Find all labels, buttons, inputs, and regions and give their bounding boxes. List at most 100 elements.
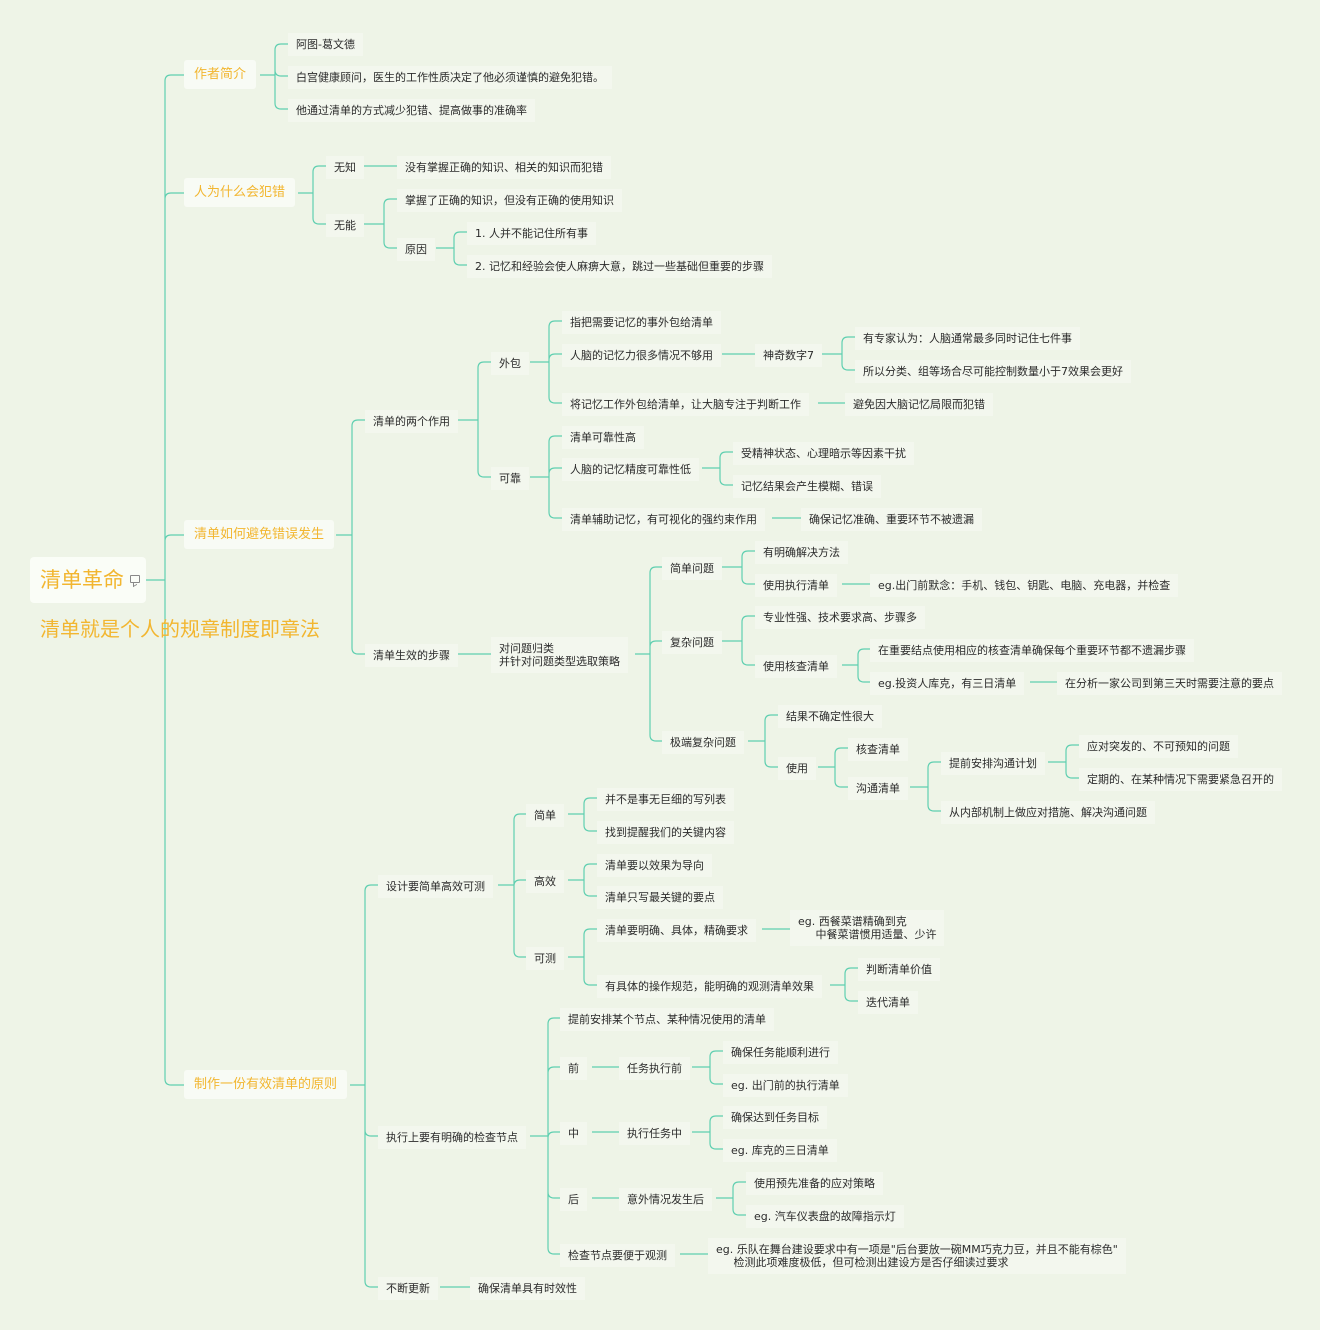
topic-node[interactable]: 核查清单 <box>848 738 908 761</box>
topic-node[interactable]: 1. 人并不能记住所有事 <box>467 222 596 245</box>
topic-node[interactable]: 清单可靠性高 <box>562 426 644 449</box>
topic-node[interactable]: 提前安排沟通计划 <box>941 752 1045 775</box>
topic-node[interactable]: 前 <box>560 1057 587 1080</box>
topic-node[interactable]: 所以分类、组等场合尽可能控制数量小于7效果会更好 <box>855 360 1131 383</box>
topic-node[interactable]: 确保清单具有时效性 <box>470 1277 585 1300</box>
topic-node[interactable]: 人脑的记忆精度可靠性低 <box>562 458 699 481</box>
topic-node[interactable]: 高效 <box>526 870 564 893</box>
topic-node[interactable]: 清单辅助记忆，有可视化的强约束作用 <box>562 508 765 531</box>
topic-node[interactable]: 确保记忆准确、重要环节不被遗漏 <box>801 508 982 531</box>
topic-node[interactable]: 并不是事无巨细的写列表 <box>597 788 734 811</box>
topic-node[interactable]: 执行任务中 <box>619 1122 690 1145</box>
topic-node[interactable]: 使用预先准备的应对策略 <box>746 1172 883 1195</box>
topic-node[interactable]: 使用 <box>778 757 816 780</box>
section-avoid[interactable]: 清单如何避免错误发生 <box>184 520 335 549</box>
topic-node[interactable]: 没有掌握正确的知识、相关的知识而犯错 <box>397 156 611 179</box>
topic-node[interactable]: 判断清单价值 <box>858 958 940 981</box>
topic-node[interactable]: eg. 汽车仪表盘的故障指示灯 <box>746 1205 904 1228</box>
topic-node[interactable]: eg.出门前默念：手机、钱包、钥匙、电脑、充电器，并检查 <box>870 574 1179 597</box>
topic-node[interactable]: 清单要以效果为导向 <box>597 854 712 877</box>
topic-node[interactable]: 中 <box>560 1122 587 1145</box>
topic-node[interactable]: 不断更新 <box>378 1277 438 1300</box>
topic-node[interactable]: eg. 出门前的执行清单 <box>723 1074 848 1097</box>
topic-node[interactable]: 简单问题 <box>662 557 722 580</box>
topic-node[interactable]: 他通过清单的方式减少犯错、提高做事的准确率 <box>288 99 535 122</box>
topic-node[interactable]: 2. 记忆和经验会使人麻痹大意，跳过一些基础但重要的步骤 <box>467 255 772 278</box>
topic-node[interactable]: 极端复杂问题 <box>662 731 744 754</box>
topic-node[interactable]: 找到提醒我们的关键内容 <box>597 821 734 844</box>
topic-node[interactable]: 沟通清单 <box>848 777 908 800</box>
comment-icon[interactable] <box>130 575 140 583</box>
topic-node[interactable]: 应对突发的、不可预知的问题 <box>1079 735 1238 758</box>
topic-node[interactable]: 设计要简单高效可测 <box>378 875 493 898</box>
topic-node[interactable]: 任务执行前 <box>619 1057 690 1080</box>
topic-node[interactable]: 人脑的记忆力很多情况不够用 <box>562 344 721 367</box>
topic-node[interactable]: 对问题归类 并针对问题类型选取策略 <box>491 637 628 673</box>
connector-7 <box>458 361 491 478</box>
topic-node[interactable]: 避免因大脑记忆局限而犯错 <box>845 393 993 416</box>
topic-node[interactable]: 在分析一家公司到第三天时需要注意的要点 <box>1057 672 1282 695</box>
topic-node[interactable]: 清单生效的步骤 <box>365 644 458 667</box>
topic-node[interactable]: 从内部机制上做应对措施、解决沟通问题 <box>941 801 1155 824</box>
topic-node[interactable]: 使用核查清单 <box>755 655 837 678</box>
connector-27 <box>498 813 526 958</box>
root-node[interactable]: 清单革命 <box>30 557 146 603</box>
topic-node[interactable]: 确保任务能顺利进行 <box>723 1041 838 1064</box>
topic-node[interactable]: 外包 <box>491 352 529 375</box>
connector-8 <box>530 320 562 404</box>
topic-node[interactable]: 清单的两个作用 <box>365 410 458 433</box>
connector-12 <box>530 435 562 519</box>
topic-node[interactable]: 提前安排某个节点、某种情况使用的清单 <box>560 1008 774 1031</box>
topic-node[interactable]: 受精神状态、心理暗示等因素干扰 <box>733 442 914 465</box>
connector-1 <box>260 43 288 110</box>
topic-node[interactable]: 将记忆工作外包给清单，让大脑专注于判断工作 <box>562 393 809 416</box>
topic-node[interactable]: eg. 乐队在舞台建设要求中有一项是"后台要放一碗MM巧克力豆，并且不能有棕色"… <box>708 1238 1126 1274</box>
connector-16 <box>635 566 662 742</box>
topic-node[interactable]: 复杂问题 <box>662 631 722 654</box>
topic-node[interactable]: 记忆结果会产生模糊、错误 <box>733 475 881 498</box>
topic-node[interactable]: 检查节点要便于观测 <box>560 1244 675 1267</box>
connector-24 <box>910 761 941 812</box>
topic-node[interactable]: eg. 库克的三日清单 <box>723 1139 837 1162</box>
topic-node[interactable]: 无能 <box>326 214 364 237</box>
connector-22 <box>748 714 778 768</box>
connector-25 <box>1048 744 1079 779</box>
section-principles[interactable]: 制作一份有效清单的原则 <box>184 1070 348 1099</box>
topic-node[interactable]: 有明确解决方法 <box>755 541 848 564</box>
section-author[interactable]: 作者简介 <box>184 60 257 89</box>
topic-node[interactable]: 可靠 <box>491 467 529 490</box>
root-title: 清单革命 <box>40 568 124 592</box>
topic-node[interactable]: 掌握了正确的知识，但没有正确的使用知识 <box>397 189 622 212</box>
connector-20 <box>842 648 870 683</box>
topic-node[interactable]: 执行上要有明确的检查节点 <box>378 1126 526 1149</box>
topic-node[interactable]: 清单只写最关键的要点 <box>597 886 723 909</box>
topic-node[interactable]: 在重要结点使用相应的核查清单确保每个重要环节都不遗漏步骤 <box>870 639 1194 662</box>
topic-node[interactable]: 有专家认为：人脑通常最多同时记住七件事 <box>855 327 1080 350</box>
topic-node[interactable]: 清单要明确、具体，精确要求 <box>597 919 756 942</box>
topic-node[interactable]: eg. 西餐菜谱精确到克 中餐菜谱惯用适量、少许 <box>790 910 945 946</box>
connector-30 <box>568 928 597 986</box>
topic-node[interactable]: 无知 <box>326 156 364 179</box>
topic-node[interactable]: 后 <box>560 1188 587 1211</box>
topic-node[interactable]: 白宫健康顾问，医生的工作性质决定了他必须谨慎的避免犯错。 <box>288 66 612 89</box>
topic-node[interactable]: 使用执行清单 <box>755 574 837 597</box>
topic-node[interactable]: 阿图-葛文德 <box>288 33 363 56</box>
topic-node[interactable]: 确保达到任务目标 <box>723 1106 827 1129</box>
connector-2 <box>298 165 326 225</box>
topic-node[interactable]: 意外情况发生后 <box>619 1188 712 1211</box>
topic-node[interactable]: 迭代清单 <box>858 991 918 1014</box>
topic-node[interactable]: 简单 <box>526 804 564 827</box>
connector-26 <box>350 884 378 1288</box>
topic-node[interactable]: 可测 <box>526 947 564 970</box>
topic-node[interactable]: 原因 <box>397 238 435 261</box>
topic-node[interactable]: 有具体的操作规范，能明确的观测清单效果 <box>597 975 822 998</box>
connector-0 <box>146 74 184 1086</box>
topic-node[interactable]: 定期的、在某种情况下需要紧急召开的 <box>1079 768 1282 791</box>
topic-node[interactable]: eg.投资人库克，有三日清单 <box>870 672 1025 695</box>
topic-node[interactable]: 神奇数字7 <box>755 344 822 367</box>
topic-node[interactable]: 专业性强、技术要求高、步骤多 <box>755 606 925 629</box>
topic-node[interactable]: 指把需要记忆的事外包给清单 <box>562 311 721 334</box>
section-why[interactable]: 人为什么会犯错 <box>184 178 296 207</box>
topic-node[interactable]: 结果不确定性很大 <box>778 705 882 728</box>
